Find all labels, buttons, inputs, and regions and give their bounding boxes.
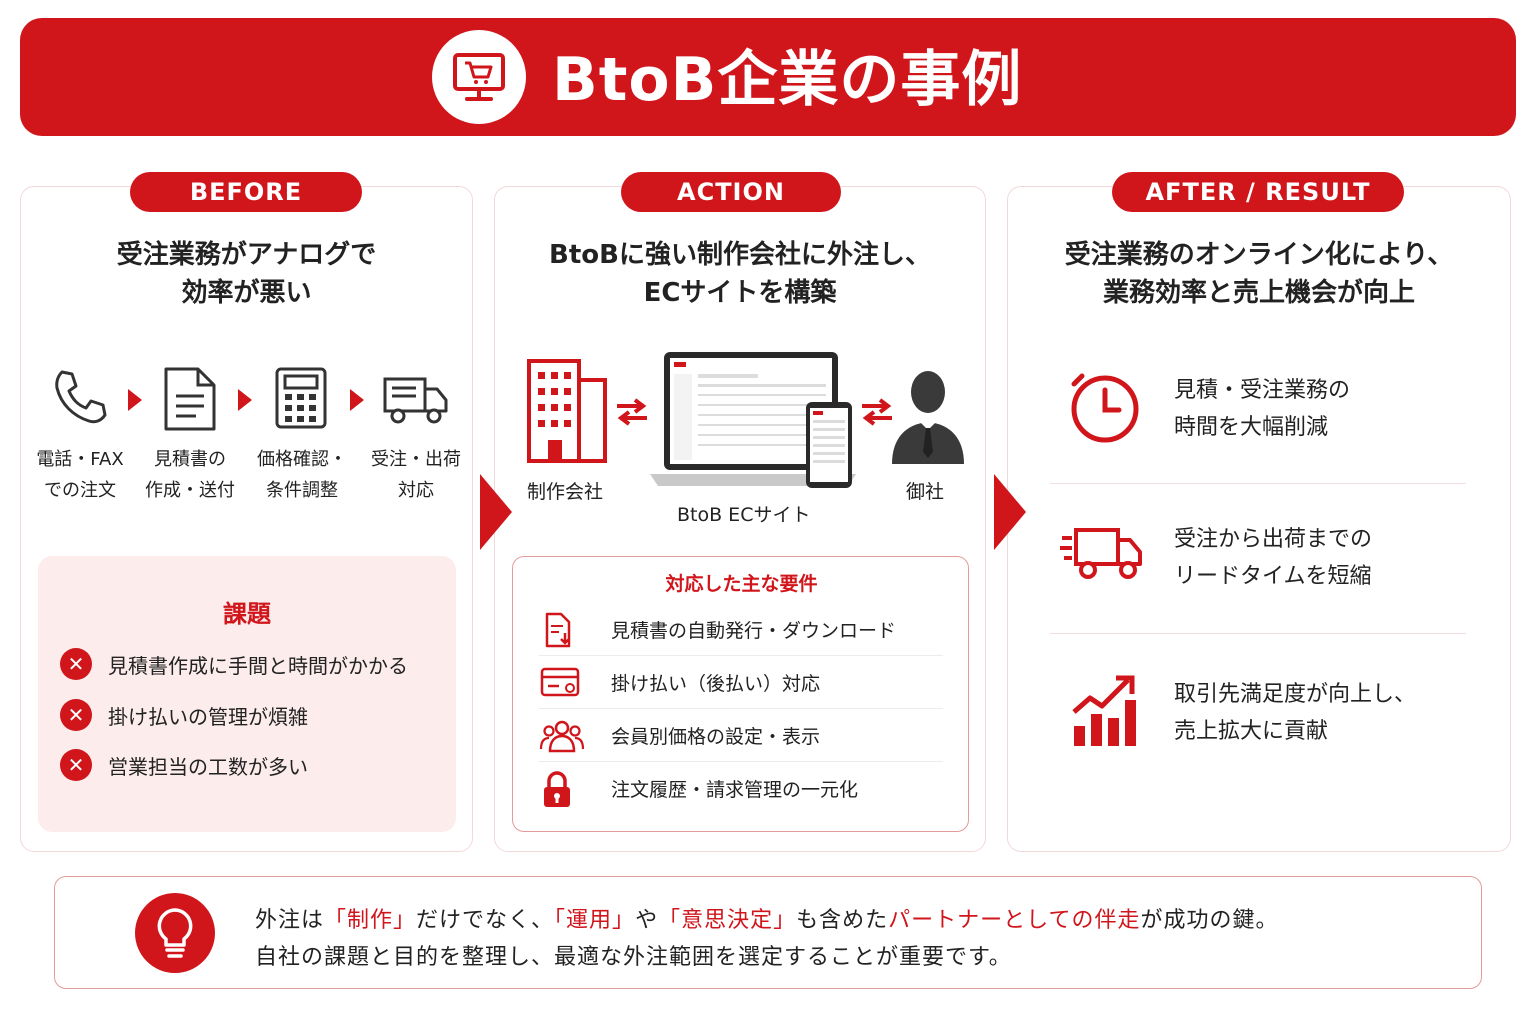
after-heading: 受注業務のオンライン化により、 業務効率と売上機会が向上	[1007, 236, 1511, 312]
issue-item: ✕見積書作成に手間と時間がかかる	[60, 648, 408, 680]
result-label: 取引先満足度が向上し、売上拡大に貢献	[1174, 682, 1417, 744]
phone-icon	[48, 366, 110, 432]
ecommerce-monitor-icon	[432, 30, 526, 124]
before-heading: 受注業務がアナログで 効率が悪い	[20, 236, 473, 312]
result-item: 取引先満足度が向上し、売上拡大に貢献	[1050, 634, 1466, 784]
client-label: 御社	[906, 481, 945, 503]
exchange-arrows-icon	[615, 398, 649, 430]
requirements-box: 対応した主な要件 見積書の自動発行・ダウンロード 掛け払い（後払い）対応 会員別…	[512, 556, 969, 832]
result-item: 見積・受注業務の時間を大幅削減	[1050, 336, 1466, 486]
action-heading-line-1: BtoBに強い制作会社に外注し、	[549, 240, 931, 270]
building-icon	[526, 358, 608, 468]
x-circle-icon: ✕	[60, 749, 92, 781]
requirement-item: 見積書の自動発行・ダウンロード	[539, 603, 943, 656]
after-heading-line-1: 受注業務のオンライン化により、	[1064, 240, 1454, 270]
laptop-mockup	[650, 350, 856, 504]
result-item: 受注から出荷までのリードタイムを短縮	[1050, 484, 1466, 634]
divider	[1050, 483, 1466, 484]
ecsite-label: BtoB ECサイト	[677, 504, 811, 526]
requirement-item: 会員別価格の設定・表示	[539, 709, 943, 762]
key-message-line-1: 外注は「制作」だけでなく、「運用」や「意思決定」も含めたパートナーとしての伴走が…	[255, 908, 1279, 933]
requirement-item: 掛け払い（後払い）対応	[539, 656, 943, 709]
flow-arrow-2	[994, 474, 1026, 550]
growth-chart-icon	[1072, 674, 1138, 752]
action-tag: ACTION	[621, 172, 841, 212]
x-circle-icon: ✕	[60, 648, 92, 680]
exchange-arrows-icon	[860, 398, 894, 430]
invoice-card-icon	[539, 664, 581, 704]
before-tag: BEFORE	[130, 172, 362, 212]
step-arrow-2	[238, 389, 252, 411]
after-heading-line-2: 業務効率と売上機会が向上	[1102, 278, 1415, 308]
issue-item: ✕掛け払いの管理が煩雑	[60, 699, 308, 731]
result-label: 受注から出荷までのリードタイムを短縮	[1174, 527, 1373, 589]
page-title: BtoB企業の事例	[552, 45, 1023, 115]
clock-icon	[1068, 370, 1142, 448]
issues-box: 課題 ✕見積書作成に手間と時間がかかる ✕掛け払いの管理が煩雑 ✕営業担当の工数…	[38, 556, 456, 832]
businessman-icon	[890, 366, 966, 468]
key-message-box: 外注は「制作」だけでなく、「運用」や「意思決定」も含めたパートナーとしての伴走が…	[54, 876, 1482, 989]
before-heading-line-1: 受注業務がアナログで	[116, 240, 377, 270]
issue-item: ✕営業担当の工数が多い	[60, 749, 308, 781]
action-heading-line-2: ECサイトを構築	[643, 278, 837, 308]
flow-arrow-1	[480, 474, 512, 550]
truck-icon	[382, 374, 450, 432]
lightbulb-icon	[135, 893, 215, 973]
document-download-icon	[539, 611, 575, 653]
issues-title: 課題	[223, 600, 271, 628]
after-tag: AFTER / RESULT	[1112, 172, 1404, 212]
requirements-title: 対応した主な要件	[665, 573, 818, 595]
requirement-item: 注文履歴・請求管理の一元化	[539, 762, 943, 815]
header-banner	[20, 18, 1516, 136]
calculator-icon	[274, 366, 328, 434]
document-icon	[162, 366, 218, 436]
before-heading-line-2: 効率が悪い	[181, 278, 312, 308]
fast-truck-icon	[1060, 524, 1144, 588]
x-circle-icon: ✕	[60, 699, 92, 731]
result-label: 見積・受注業務の時間を大幅削減	[1174, 378, 1351, 440]
key-message-line-2: 自社の課題と目的を整理し、最適な外注範囲を選定することが重要です。	[255, 945, 1012, 970]
step-arrow-3	[350, 389, 364, 411]
step-label-shipping: 受注・出荷対応	[371, 449, 461, 501]
step-arrow-1	[128, 389, 142, 411]
step-label-price: 価格確認・条件調整	[257, 449, 347, 501]
members-icon	[539, 717, 585, 759]
action-heading: BtoBに強い制作会社に外注し、 ECサイトを構築	[494, 236, 986, 312]
divider	[1050, 633, 1466, 634]
step-label-quote: 見積書の作成・送付	[145, 449, 235, 501]
agency-label: 制作会社	[527, 481, 604, 503]
lock-icon	[539, 770, 575, 814]
